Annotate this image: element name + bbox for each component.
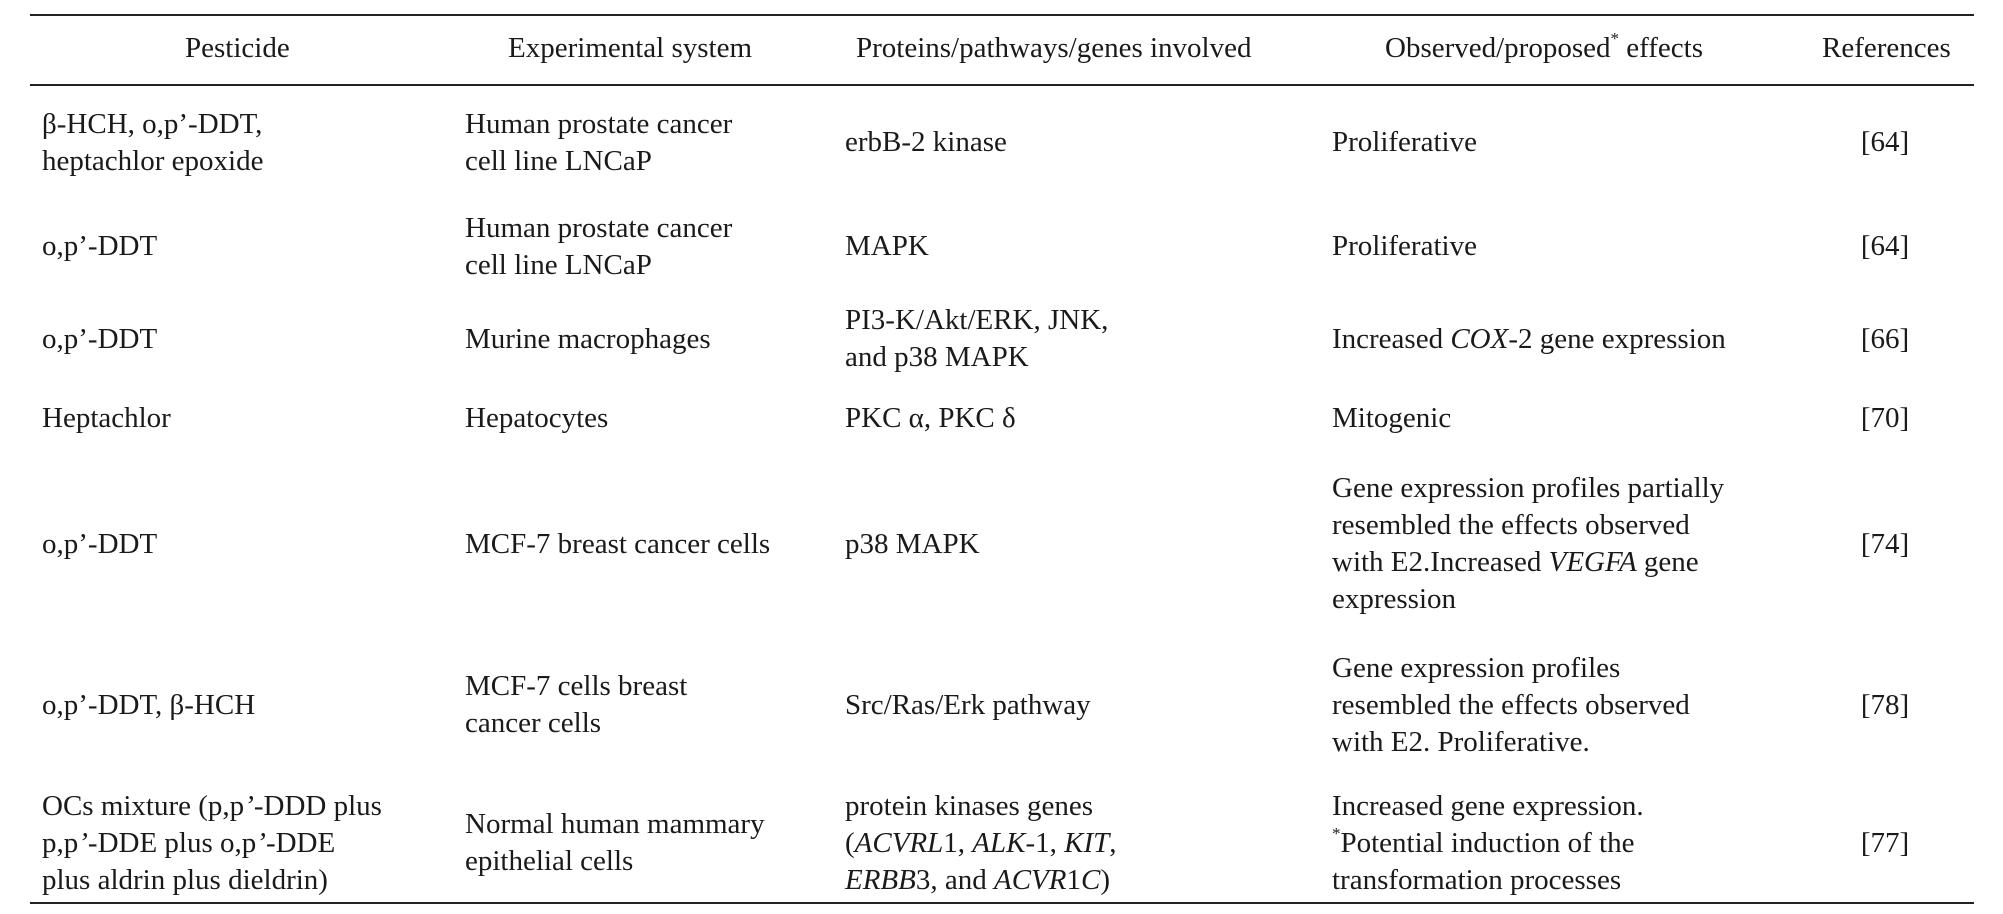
table-top-rule bbox=[30, 14, 1974, 16]
row4-pesticide: Heptachlor bbox=[42, 402, 171, 434]
row2-pesticide: o,p’-DDT bbox=[42, 230, 158, 262]
row6-reference: [78] bbox=[1860, 689, 1910, 721]
row1-pesticide: β-HCH, o,p’-DDT,heptachlor epoxide bbox=[42, 108, 264, 177]
row3-system: Murine macrophages bbox=[465, 323, 711, 355]
row5-system: MCF-7 breast cancer cells bbox=[465, 528, 771, 560]
row1-reference: [64] bbox=[1860, 126, 1910, 158]
row3-proteins: PI3-K/Akt/ERK, JNK,and p38 MAPK bbox=[845, 304, 1109, 373]
row5-proteins: p38 MAPK bbox=[845, 528, 980, 560]
row7-pesticide: OCs mixture (p,p’-DDD plus p,p’-DDE plus… bbox=[42, 790, 382, 896]
row4-proteins: PKC α, PKC δ bbox=[845, 402, 1016, 434]
row3-reference: [66] bbox=[1860, 323, 1910, 355]
row1-proteins: erbB-2 kinase bbox=[845, 126, 1007, 158]
row2-effects: Proliferative bbox=[1332, 230, 1477, 262]
header-pesticide: Pesticide bbox=[185, 32, 290, 64]
row2-proteins: MAPK bbox=[845, 230, 929, 262]
header-proteins-pathways-genes: Proteins/pathways/genes involved bbox=[856, 32, 1252, 64]
row7-reference: [77] bbox=[1860, 827, 1910, 859]
row3-pesticide: o,p’-DDT bbox=[42, 323, 158, 355]
row7-proteins: protein kinases genes (ACVRL1, ALK-1, KI… bbox=[845, 790, 1117, 896]
row6-pesticide: o,p’-DDT, β-HCH bbox=[42, 689, 256, 721]
row7-effects: Increased gene expression. *Potential in… bbox=[1332, 790, 1644, 896]
header-references: References bbox=[1822, 32, 1951, 64]
table-header-rule bbox=[30, 84, 1974, 86]
row5-effects: Gene expression profiles partially resem… bbox=[1332, 472, 1725, 615]
row4-system: Hepatocytes bbox=[465, 402, 609, 434]
row1-effects: Proliferative bbox=[1332, 126, 1477, 158]
row6-proteins: Src/Ras/Erk pathway bbox=[845, 689, 1091, 721]
row3-effects: Increased COX-2 gene expression bbox=[1332, 323, 1726, 355]
row5-pesticide: o,p’-DDT bbox=[42, 528, 158, 560]
row4-effects: Mitogenic bbox=[1332, 402, 1452, 434]
header-experimental-system: Experimental system bbox=[508, 32, 753, 64]
row2-reference: [64] bbox=[1860, 230, 1910, 262]
header-observed-proposed-effects: Observed/proposed* effects bbox=[1385, 29, 1704, 64]
row5-reference: [74] bbox=[1860, 528, 1910, 560]
row4-reference: [70] bbox=[1860, 402, 1910, 434]
table-bottom-rule bbox=[30, 902, 1974, 904]
